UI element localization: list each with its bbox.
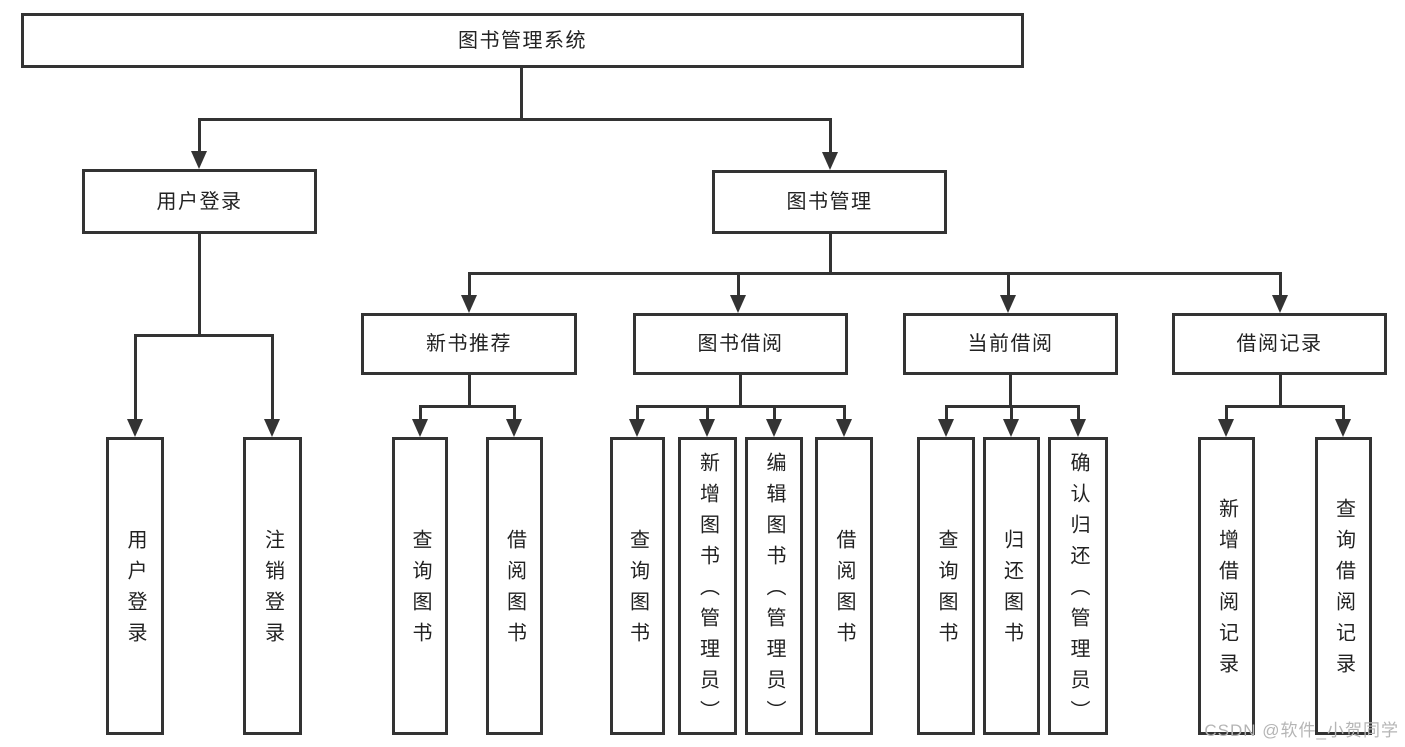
arrow-down-icon — [1000, 295, 1016, 313]
connector-vline — [739, 375, 742, 405]
node-book-borrow-label: 图书借阅 — [697, 333, 784, 355]
arrow-down-icon — [461, 295, 477, 313]
connector-vline — [1007, 274, 1010, 295]
node-borrow-records-label: 借阅记录 — [1236, 333, 1323, 355]
connector-vline — [843, 407, 846, 419]
connector-vline — [1225, 407, 1228, 419]
connector-vline — [945, 407, 948, 419]
connector-vline — [737, 274, 740, 295]
leaf-query-books-current-label: 查询图书 — [935, 529, 957, 653]
node-new-book-recommend-label: 新书推荐 — [426, 333, 512, 355]
node-book-management-label: 图书管理 — [786, 191, 873, 213]
connector-vline — [1010, 407, 1013, 419]
connector-vline — [198, 234, 201, 334]
connector-hline — [636, 405, 846, 408]
connector-vline — [1279, 274, 1282, 295]
arrow-down-icon — [1070, 419, 1086, 437]
node-library-system-label: 图书管理系统 — [458, 29, 587, 52]
node-book-management: 图书管理 — [712, 170, 947, 234]
connector-vline — [1342, 407, 1345, 419]
arrow-down-icon — [836, 419, 852, 437]
leaf-query-books-current: 查询图书 — [917, 437, 975, 735]
leaf-edit-book-admin: 编辑图书（管理员） — [745, 437, 803, 735]
connector-vline — [468, 375, 471, 405]
leaf-user-login-label: 用户登录 — [124, 529, 146, 653]
connector-vline — [829, 120, 832, 152]
arrow-down-icon — [938, 419, 954, 437]
connector-hline — [198, 118, 832, 121]
node-borrow-records: 借阅记录 — [1172, 313, 1387, 375]
connector-vline — [636, 407, 639, 419]
leaf-borrow-books-recommend-label: 借阅图书 — [503, 529, 526, 653]
connector-vline — [271, 336, 274, 419]
connector-hline — [1225, 405, 1345, 408]
node-book-borrow: 图书借阅 — [633, 313, 848, 375]
node-current-borrow: 当前借阅 — [903, 313, 1118, 375]
connector-hline — [468, 272, 1282, 275]
leaf-return-book: 归还图书 — [983, 437, 1040, 735]
arrow-down-icon — [506, 419, 522, 437]
connector-vline — [468, 274, 471, 295]
leaf-return-book-label: 归还图书 — [1000, 529, 1023, 653]
arrow-down-icon — [1272, 295, 1288, 313]
leaf-borrow-books-label: 借阅图书 — [833, 529, 855, 653]
node-new-book-recommend: 新书推荐 — [361, 313, 577, 375]
connector-vline — [1077, 407, 1080, 419]
leaf-query-books-recommend-label: 查询图书 — [409, 529, 431, 653]
leaf-query-borrow-record: 查询借阅记录 — [1315, 437, 1372, 735]
leaf-confirm-return-admin-label: 确认归还（管理员） — [1067, 451, 1089, 731]
connector-vline — [513, 407, 516, 419]
leaf-query-books-borrow-label: 查询图书 — [626, 529, 649, 653]
node-library-system: 图书管理系统 — [21, 13, 1024, 68]
connector-vline — [134, 336, 137, 419]
connector-vline — [520, 68, 523, 118]
leaf-confirm-return-admin: 确认归还（管理员） — [1048, 437, 1108, 735]
connector-vline — [1279, 375, 1282, 405]
arrow-down-icon — [191, 151, 207, 169]
connector-hline — [945, 405, 1080, 408]
arrow-down-icon — [1335, 419, 1351, 437]
leaf-query-borrow-record-label: 查询借阅记录 — [1332, 498, 1355, 684]
connector-vline — [419, 407, 422, 419]
arrow-down-icon — [730, 295, 746, 313]
leaf-add-borrow-record-label: 新增借阅记录 — [1215, 498, 1238, 684]
arrow-down-icon — [1003, 419, 1019, 437]
connector-vline — [706, 407, 709, 419]
arrow-down-icon — [822, 152, 838, 170]
leaf-borrow-books-recommend: 借阅图书 — [486, 437, 543, 735]
node-user-login: 用户登录 — [82, 169, 317, 234]
watermark: CSDN @软件_小贺同学 — [1204, 721, 1399, 740]
connector-vline — [1009, 375, 1012, 405]
arrow-down-icon — [699, 419, 715, 437]
arrow-down-icon — [629, 419, 645, 437]
leaf-edit-book-admin-label: 编辑图书（管理员） — [763, 451, 785, 731]
node-current-borrow-label: 当前借阅 — [967, 333, 1054, 355]
arrow-down-icon — [412, 419, 428, 437]
leaf-query-books-recommend: 查询图书 — [392, 437, 448, 735]
leaf-query-books-borrow: 查询图书 — [610, 437, 665, 735]
leaf-logout: 注销登录 — [243, 437, 302, 735]
connector-hline — [134, 334, 274, 337]
node-user-login-label: 用户登录 — [156, 190, 243, 213]
leaf-add-book-admin-label: 新增图书（管理员） — [696, 451, 719, 731]
arrow-down-icon — [264, 419, 280, 437]
leaf-logout-label: 注销登录 — [261, 529, 284, 653]
connector-vline — [773, 407, 776, 419]
leaf-borrow-books: 借阅图书 — [815, 437, 873, 735]
connector-hline — [419, 405, 516, 408]
leaf-add-book-admin: 新增图书（管理员） — [678, 437, 737, 735]
connector-vline — [829, 234, 832, 272]
connector-vline — [198, 120, 201, 151]
arrow-down-icon — [1218, 419, 1234, 437]
arrow-down-icon — [127, 419, 143, 437]
leaf-add-borrow-record: 新增借阅记录 — [1198, 437, 1255, 735]
arrow-down-icon — [766, 419, 782, 437]
leaf-user-login: 用户登录 — [106, 437, 164, 735]
